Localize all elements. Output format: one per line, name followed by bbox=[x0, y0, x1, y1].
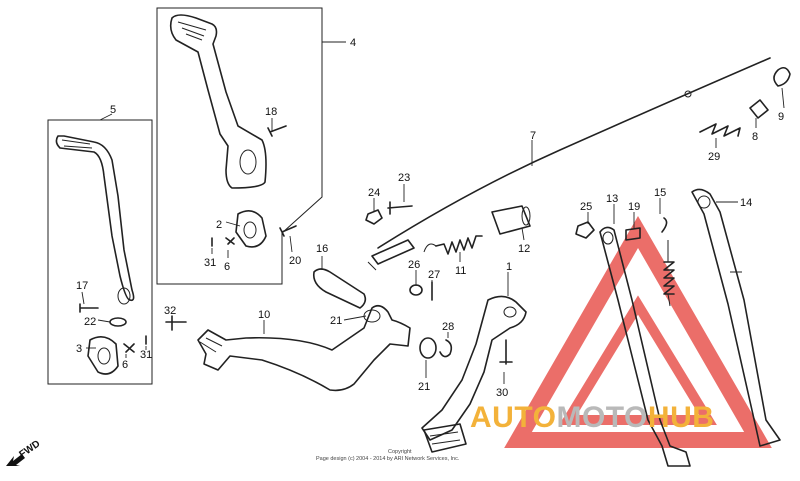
callout-13: 13 bbox=[606, 193, 618, 205]
group-box-kick-arm-5 bbox=[47, 119, 153, 385]
fwd-label: FWD bbox=[17, 438, 42, 460]
pin-part-6-left bbox=[123, 343, 135, 353]
wing-nut-part-9 bbox=[773, 66, 791, 87]
callout-31: 31 bbox=[204, 257, 216, 269]
side-stand-part-13 bbox=[599, 226, 691, 467]
logo-triangle-inner bbox=[559, 295, 717, 425]
nut-part-8 bbox=[749, 99, 769, 119]
callout-4: 4 bbox=[350, 37, 356, 49]
callout-32: 32 bbox=[164, 305, 176, 317]
main-stand-part-14 bbox=[691, 188, 781, 447]
callout-10: 10 bbox=[258, 309, 270, 321]
grip-part-16 bbox=[312, 268, 367, 309]
nut-part-25 bbox=[575, 221, 595, 239]
callout-1: 1 bbox=[506, 261, 512, 273]
cable-part-7 bbox=[377, 57, 771, 249]
washer-part-26 bbox=[409, 284, 423, 296]
callout-25: 25 bbox=[580, 201, 592, 213]
callout-3: 3 bbox=[76, 343, 82, 355]
bolt-part-18 bbox=[267, 125, 287, 137]
callout-20: 20 bbox=[289, 255, 301, 267]
callout-6b: 6 bbox=[122, 359, 128, 371]
callout-26: 26 bbox=[408, 259, 420, 271]
callout-11: 11 bbox=[455, 265, 466, 277]
callout-27: 27 bbox=[428, 269, 440, 281]
watermark-hub: HUB bbox=[648, 401, 715, 434]
kick-boss-part-3 bbox=[87, 336, 119, 375]
washer-part-21-mid bbox=[419, 337, 437, 359]
spring-part-15 bbox=[661, 217, 675, 307]
cable-rod-end bbox=[367, 239, 415, 271]
bolt-part-17 bbox=[79, 303, 99, 313]
callout-18: 18 bbox=[265, 106, 277, 118]
group-box-kick-arm-4 bbox=[156, 7, 323, 285]
callout-6: 6 bbox=[224, 261, 230, 273]
washer-part-22 bbox=[109, 317, 127, 327]
logo-triangle-outer bbox=[504, 215, 772, 448]
callout-12: 12 bbox=[518, 243, 530, 255]
leader-lines bbox=[81, 41, 785, 384]
kick-boss-part-2 bbox=[225, 210, 267, 248]
clip-part-28 bbox=[439, 339, 453, 358]
callout-22: 22 bbox=[84, 316, 96, 328]
callout-17: 17 bbox=[76, 280, 88, 292]
spring-part-29 bbox=[699, 123, 741, 137]
callout-5: 5 bbox=[110, 104, 116, 116]
callout-28: 28 bbox=[442, 321, 454, 333]
lever-part-1 bbox=[421, 295, 527, 453]
watermark-moto: MOTO bbox=[556, 401, 647, 434]
sleeve-part-12 bbox=[491, 205, 531, 235]
watermark-auto: AUTO bbox=[470, 401, 556, 434]
callout-24: 24 bbox=[368, 187, 380, 199]
callout-14: 14 bbox=[740, 197, 752, 209]
callout-29: 29 bbox=[708, 151, 720, 163]
watermark-text: AUTOMOTOHUB bbox=[470, 401, 714, 434]
nut-part-24 bbox=[365, 209, 383, 225]
callout-15: 15 bbox=[654, 187, 666, 199]
callout-9: 9 bbox=[778, 111, 784, 123]
bolt-part-20 bbox=[279, 225, 297, 237]
callout-2: 2 bbox=[216, 219, 222, 231]
callout-23: 23 bbox=[398, 172, 410, 184]
pin-part-19 bbox=[625, 227, 641, 241]
kick-arm-part-4 bbox=[169, 14, 267, 189]
callout-21b: 21 bbox=[418, 381, 430, 393]
callout-19: 19 bbox=[628, 201, 640, 213]
callout-labels: 4 5 18 2 6 31 20 17 22 3 6 31 32 10 16 2… bbox=[76, 37, 784, 399]
copyright-line-2: Page design (c) 2004 - 2014 by ARI Netwo… bbox=[316, 456, 460, 462]
bolt-part-23 bbox=[387, 201, 413, 215]
copyright-line-1: Copyright bbox=[388, 449, 412, 455]
callout-7: 7 bbox=[530, 130, 536, 142]
callout-31b: 31 bbox=[140, 349, 152, 361]
bolt-part-30 bbox=[499, 339, 513, 365]
spring-part-11 bbox=[423, 235, 483, 255]
watermark-logo bbox=[504, 215, 772, 448]
svg-text:AUTOMOTOHUB: AUTOMOTOHUB bbox=[470, 401, 714, 434]
copyright-notice: Copyright Page design (c) 2004 - 2014 by… bbox=[316, 449, 460, 462]
callout-21: 21 bbox=[330, 315, 342, 327]
fwd-arrow-icon bbox=[6, 454, 25, 466]
callout-16: 16 bbox=[316, 243, 328, 255]
kick-arm-part-5 bbox=[55, 135, 135, 305]
callout-30: 30 bbox=[496, 387, 508, 399]
brake-pedal-part-10 bbox=[197, 304, 411, 392]
bolt-part-32 bbox=[165, 315, 187, 331]
callout-8: 8 bbox=[752, 131, 758, 143]
fwd-indicator: FWD bbox=[6, 438, 42, 466]
